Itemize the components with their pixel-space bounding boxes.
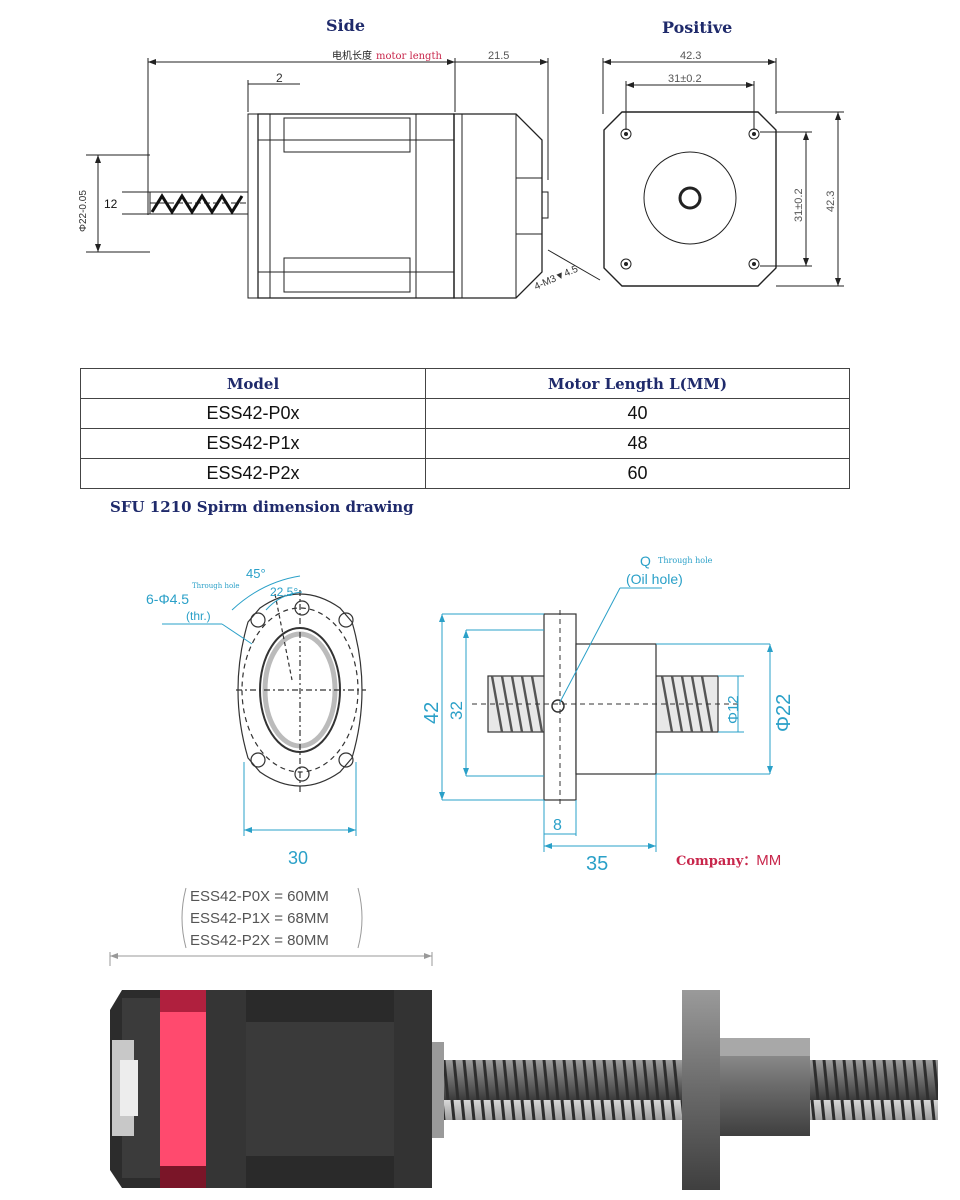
ball-nut-drawing: 6-Φ4.5 Through hole (thr.) 45° 22.5° 30 [146,553,795,875]
dim-30: 30 [288,848,308,868]
cell-model: ESS42-P1x [80,428,426,459]
company-value: MM [756,852,782,869]
dim-32: 32 [447,701,466,720]
motor-leadscrew-render [110,990,938,1190]
positive-view-title: Positive [662,18,733,37]
cell-model: ESS42-P0x [80,398,426,429]
table-row: ESS42-P1x 48 [80,428,850,459]
table-row: ESS42-P2x 60 [80,458,850,489]
angle-45: 45° [246,566,266,581]
company-label: Company：MM [676,850,781,869]
cell-length: 40 [425,398,850,429]
header-model: Model [80,368,426,399]
dim-31-top: 31±0.2 [668,73,702,85]
cell-length: 48 [425,428,850,459]
dim-2: 2 [276,71,283,85]
dim-phi22: Φ22 [773,694,795,732]
dim-12: 12 [104,197,118,211]
company-label-text: Company： [676,854,757,869]
cell-model: ESS42-P2x [80,458,426,489]
dim-31-side: 31±0.2 [793,188,805,222]
dim-21-5: 21.5 [488,50,509,62]
dim-42: 42 [421,702,443,724]
nut-section-title: SFU 1210 Spirm dimension drawing [110,498,414,516]
length-note: ESS42-P1X = 68MM [190,910,329,927]
side-view-title: Side [326,16,365,35]
angle-22-5: 22.5° [270,585,298,599]
dim-shaft-diameter: Φ22-0.05 [78,190,89,232]
q-through-hole-label: Through hole [658,556,713,565]
thread-note: 4-M3▼4.5 [533,264,580,293]
motor-length-en-label: motor length [376,51,442,62]
dim-35: 35 [586,853,608,875]
side-view-drawing: 电机长度 motor length 21.5 2 12 Φ22-0.05 42.… [78,49,844,299]
cell-length: 60 [425,458,850,489]
q-label: Q [640,553,651,569]
length-notes-bracket [109,887,433,966]
header-motor-length: Motor Length L(MM) [425,368,850,399]
length-note: ESS42-P0X = 60MM [190,888,329,905]
holes-label: 6-Φ4.5 [146,591,189,607]
table-row: ESS42-P0x 40 [80,398,850,429]
length-note: ESS42-P2X = 80MM [190,932,329,949]
oil-hole-label: (Oil hole) [626,571,683,587]
dim-8: 8 [553,817,562,834]
dim-phi12: Φ12 [725,695,742,724]
dim-42-3-side: 42.3 [825,191,837,212]
thr-label: (thr.) [186,609,211,623]
through-hole-small-label: Through hole [192,582,240,590]
length-notes: ESS42-P0X = 60MM ESS42-P1X = 68MM ESS42-… [190,886,329,952]
dim-42-3-top: 42.3 [680,50,701,62]
table-header-row: Model Motor Length L(MM) [80,368,850,399]
motor-length-table: Model Motor Length L(MM) ESS42-P0x 40 ES… [80,368,850,489]
motor-length-cn-label: 电机长度 [332,49,372,62]
